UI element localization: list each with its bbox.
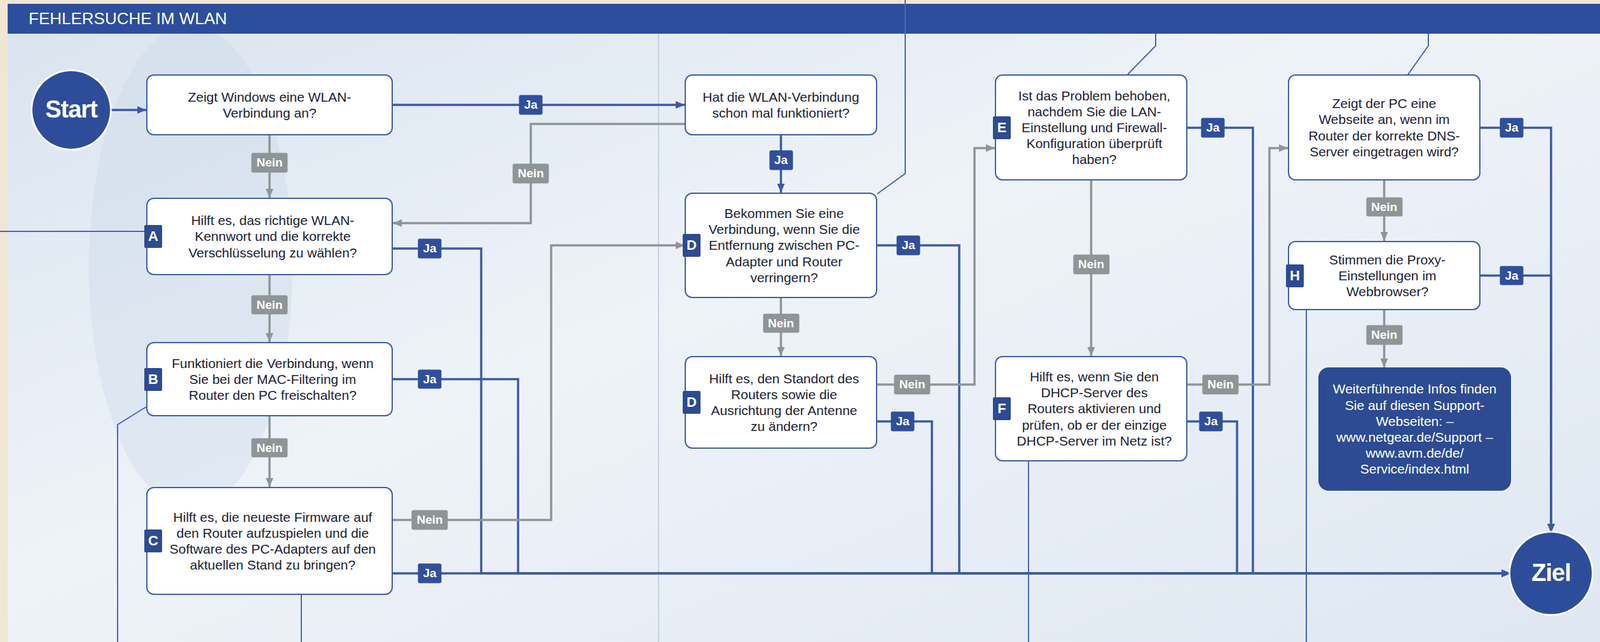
flow-arrow [1187, 127, 1511, 574]
branch-label: Ja [769, 150, 793, 171]
leader-line [1305, 310, 1307, 642]
step-letter: C [144, 529, 163, 553]
node-text: Hilft es, wenn Sie den DHCP-Server des R… [1016, 368, 1173, 449]
leader-line [1127, 33, 1156, 75]
node-text: Hilft es, das richtige WLAN-Kennwort und… [167, 212, 378, 261]
node-text: Funktioniert die Verbindung, wenn Sie be… [167, 355, 378, 404]
leader-line [877, 0, 906, 194]
step-letter: H [1285, 264, 1304, 288]
branch-label: Nein [251, 294, 288, 315]
decision-box: Zeigt der PC eine Webseite an, wenn im R… [1287, 74, 1481, 181]
decision-box: DHilft es, den Standort des Routers sowi… [684, 355, 878, 449]
decision-box: BFunktioniert die Verbindung, wenn Sie b… [146, 341, 393, 417]
leader-lines [0, 0, 1429, 642]
branch-label: Nein [251, 153, 288, 173]
branch-label: Nein [1366, 197, 1403, 217]
node-text: Zeigt der PC eine Webseite an, wenn im R… [1303, 95, 1466, 160]
branch-label: Ja [1200, 118, 1225, 138]
branch-label: Ja [1499, 265, 1524, 286]
branch-label: Nein [512, 164, 549, 184]
branch-label: Ja [417, 369, 442, 390]
node-text: Weiterführende Infos finden Sie auf dies… [1329, 380, 1500, 477]
branch-label: Nein [411, 510, 448, 531]
step-letter: A [144, 225, 163, 248]
title-band [7, 3, 1600, 34]
flow-arrow [877, 245, 1511, 574]
step-letter: E [992, 116, 1011, 140]
branch-label: Ja [896, 235, 920, 256]
end-circle: Ziel [1510, 532, 1592, 615]
leader-line [300, 594, 302, 642]
node-text: Zeigt Windows eine WLAN-Verbindung an? [161, 88, 378, 121]
node-text: Hilft es, die neueste Firmware auf den R… [167, 509, 378, 574]
page-ground [7, 3, 1600, 642]
branch-label: Nein [762, 313, 800, 334]
branch-label: Nein [251, 437, 288, 458]
node-text: Bekommen Sie eine Verbindung, wenn Sie d… [706, 205, 862, 286]
step-letter: D [682, 390, 701, 414]
step-letter: D [682, 233, 701, 257]
branch-label: Ja [1198, 411, 1223, 432]
flow-arrow [877, 148, 995, 385]
branch-label: Nein [893, 375, 930, 395]
branch-label: Ja [1499, 118, 1524, 138]
step-letter: F [992, 397, 1011, 421]
leader-line [117, 406, 147, 642]
step-letter: B [144, 368, 163, 391]
decision-box: AHilft es, das richtige WLAN-Kennwort un… [146, 197, 393, 276]
branch-label: Ja [417, 563, 442, 584]
flow-arrow [109, 108, 147, 112]
branch-label: Nein [1202, 375, 1239, 395]
decision-box: CHilft es, die neueste Firmware auf den … [146, 486, 393, 595]
branch-label: Nein [1366, 325, 1403, 346]
branch-label: Nein [1073, 254, 1110, 275]
node-text: Ziel [1531, 558, 1571, 589]
leader-line [1027, 461, 1030, 642]
decision-box: DBekommen Sie eine Verbindung, wenn Sie … [684, 192, 878, 299]
decision-box: HStimmen die Proxy-Einstellungen im Webb… [1287, 240, 1481, 311]
flow-arrow [392, 245, 685, 520]
leader-line [1408, 33, 1429, 75]
start-circle: Start [32, 71, 110, 149]
decision-box: EIst das Problem behoben, nachdem Sie di… [994, 74, 1188, 181]
title-text: FEHLERSUCHE IM WLAN [28, 3, 227, 34]
decision-box: FHilft es, wenn Sie den DHCP-Server des … [994, 355, 1188, 462]
decision-box: Zeigt Windows eine WLAN-Verbindung an? [146, 74, 393, 136]
node-text: Hilft es, den Standort des Routers sowie… [706, 370, 862, 435]
decision-box: Hat die WLAN-Verbindung schon mal funkti… [684, 74, 878, 136]
node-text: Ist das Problem behoben, nachdem Sie die… [1016, 87, 1173, 168]
branch-label: Ja [518, 95, 543, 116]
branch-label: Ja [890, 411, 915, 432]
flow-arrow [392, 123, 685, 224]
info-box: Weiterführende Infos finden Sie auf dies… [1318, 367, 1512, 491]
leader-line [0, 230, 147, 233]
node-text: Hat die WLAN-Verbindung schon mal funkti… [699, 88, 862, 121]
flow-arrow [1187, 148, 1288, 385]
branch-label: Ja [417, 239, 442, 259]
node-text: Start [45, 95, 98, 125]
node-text: Stimmen die Proxy-Einstellungen im Webbr… [1309, 251, 1466, 301]
